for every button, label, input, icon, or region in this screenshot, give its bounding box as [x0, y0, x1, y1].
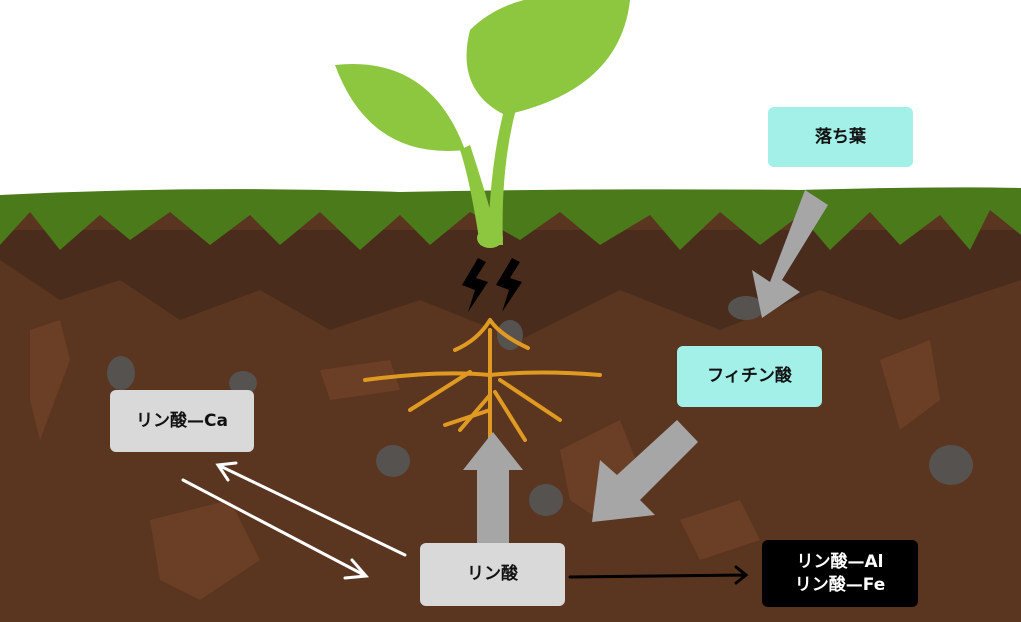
- arrow-phosphate-to-root: [463, 432, 523, 545]
- arrow-phytic-to-phosphate: [592, 420, 698, 522]
- arrow-to-al-fe: [568, 565, 749, 585]
- soil-highlight: [30, 320, 940, 600]
- fallen-leaves-text: 落ち葉: [815, 126, 866, 147]
- phosphate-ca-text: リン酸—Ca: [136, 410, 228, 431]
- phytic-acid-text: フィチン酸: [707, 366, 792, 387]
- stones: [107, 296, 973, 516]
- plant: [335, 0, 630, 248]
- roots: [363, 318, 602, 442]
- phytic-acid-label: フィチン酸: [677, 346, 822, 407]
- grass: [0, 187, 1021, 250]
- phosphate-al-text: リン酸—Al: [796, 551, 884, 572]
- phosphate-label: リン酸: [420, 543, 565, 606]
- arrow-leaves-to-phytic: [752, 190, 828, 318]
- phosphate-fe-text: リン酸—Fe: [794, 574, 886, 595]
- phosphate-ca-label: リン酸—Ca: [110, 390, 254, 452]
- phosphate-text: リン酸: [467, 564, 518, 585]
- lightning-icon: [462, 258, 522, 312]
- phosphate-al-fe-label: リン酸—Al リン酸—Fe: [762, 540, 918, 607]
- equilibrium-arrows: [181, 461, 407, 580]
- fallen-leaves-label: 落ち葉: [768, 107, 913, 167]
